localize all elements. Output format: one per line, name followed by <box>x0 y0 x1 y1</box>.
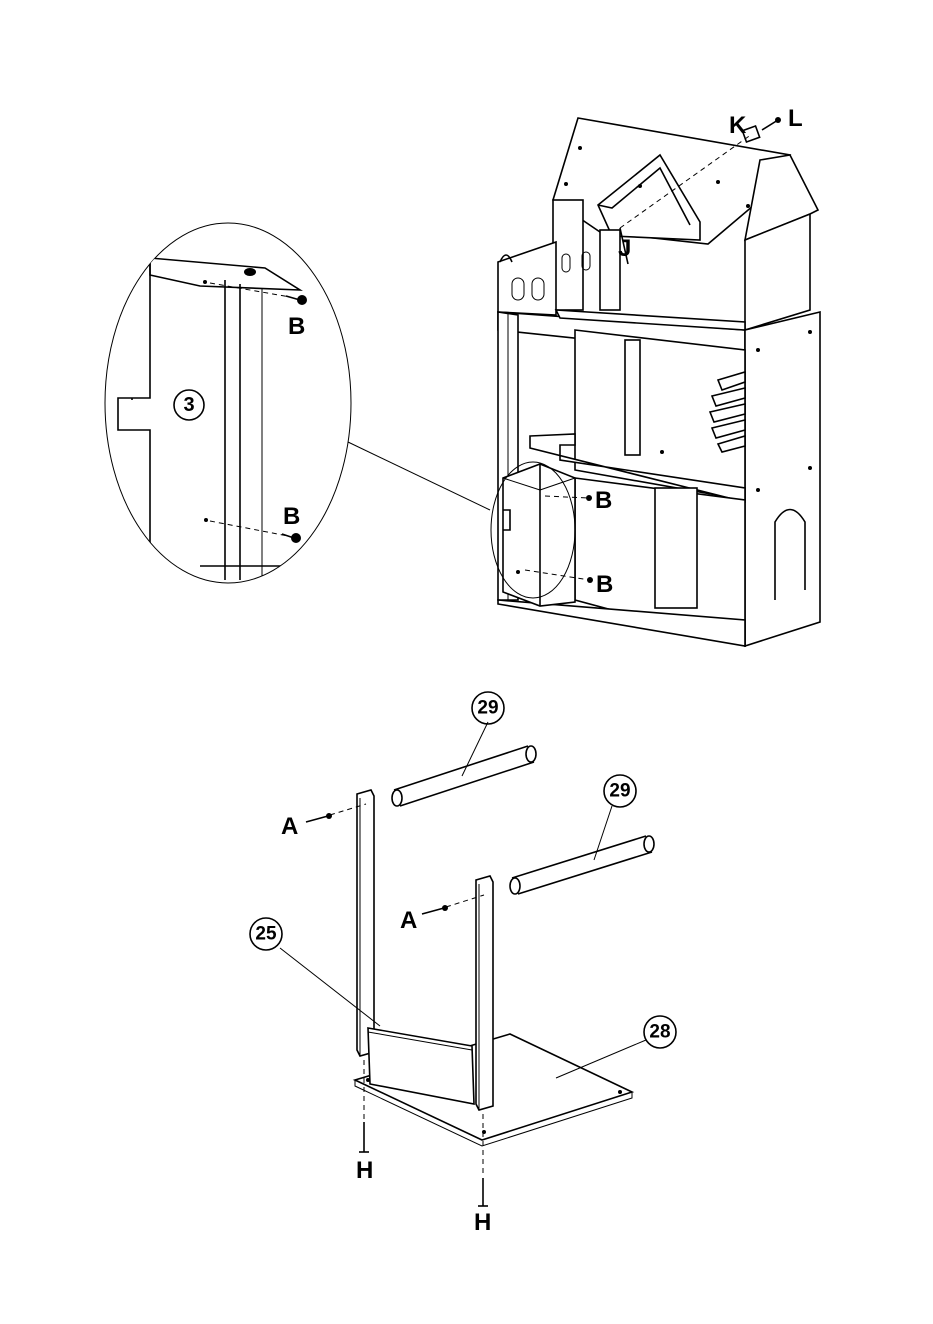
upper-wall-left <box>553 200 583 310</box>
stand-illustration <box>250 692 676 1206</box>
label-k: K <box>729 112 747 139</box>
part-number-28: 28 <box>649 1022 670 1043</box>
leader-29-front <box>594 806 612 860</box>
fittings-k-l <box>742 117 781 142</box>
label-b-house-lower: B <box>596 571 613 598</box>
ground-divider <box>655 488 697 608</box>
zoom-leader-line <box>348 442 490 510</box>
screw-b-bottom <box>282 533 301 543</box>
label-b-house-upper: B <box>595 487 612 514</box>
rod-back-29 <box>392 746 536 806</box>
right-side-wall <box>745 312 820 646</box>
balcony-rail <box>498 242 556 315</box>
label-b-zoom-top: B <box>288 313 305 340</box>
screw-h-left <box>359 1060 369 1152</box>
screw-a-right <box>422 895 484 914</box>
leader-28 <box>556 1040 646 1078</box>
leader-29-back <box>462 722 488 776</box>
label-b-zoom-bottom: B <box>283 503 300 530</box>
label-h-left: H <box>356 1157 373 1184</box>
label-h-right: H <box>474 1209 491 1236</box>
rod-front-29 <box>510 836 654 894</box>
screw-b-top <box>286 295 307 305</box>
part-number-25: 25 <box>255 924 277 945</box>
label-l: L <box>788 105 803 132</box>
part-number-29-back: 29 <box>477 698 498 719</box>
label-j: J <box>618 235 631 262</box>
label-a-left: A <box>281 813 298 840</box>
middle-divider <box>625 340 640 455</box>
dollhouse-illustration <box>491 117 820 646</box>
part-number-29-front: 29 <box>609 781 630 802</box>
part-number-3: 3 <box>183 394 194 416</box>
label-a-right: A <box>400 907 417 934</box>
